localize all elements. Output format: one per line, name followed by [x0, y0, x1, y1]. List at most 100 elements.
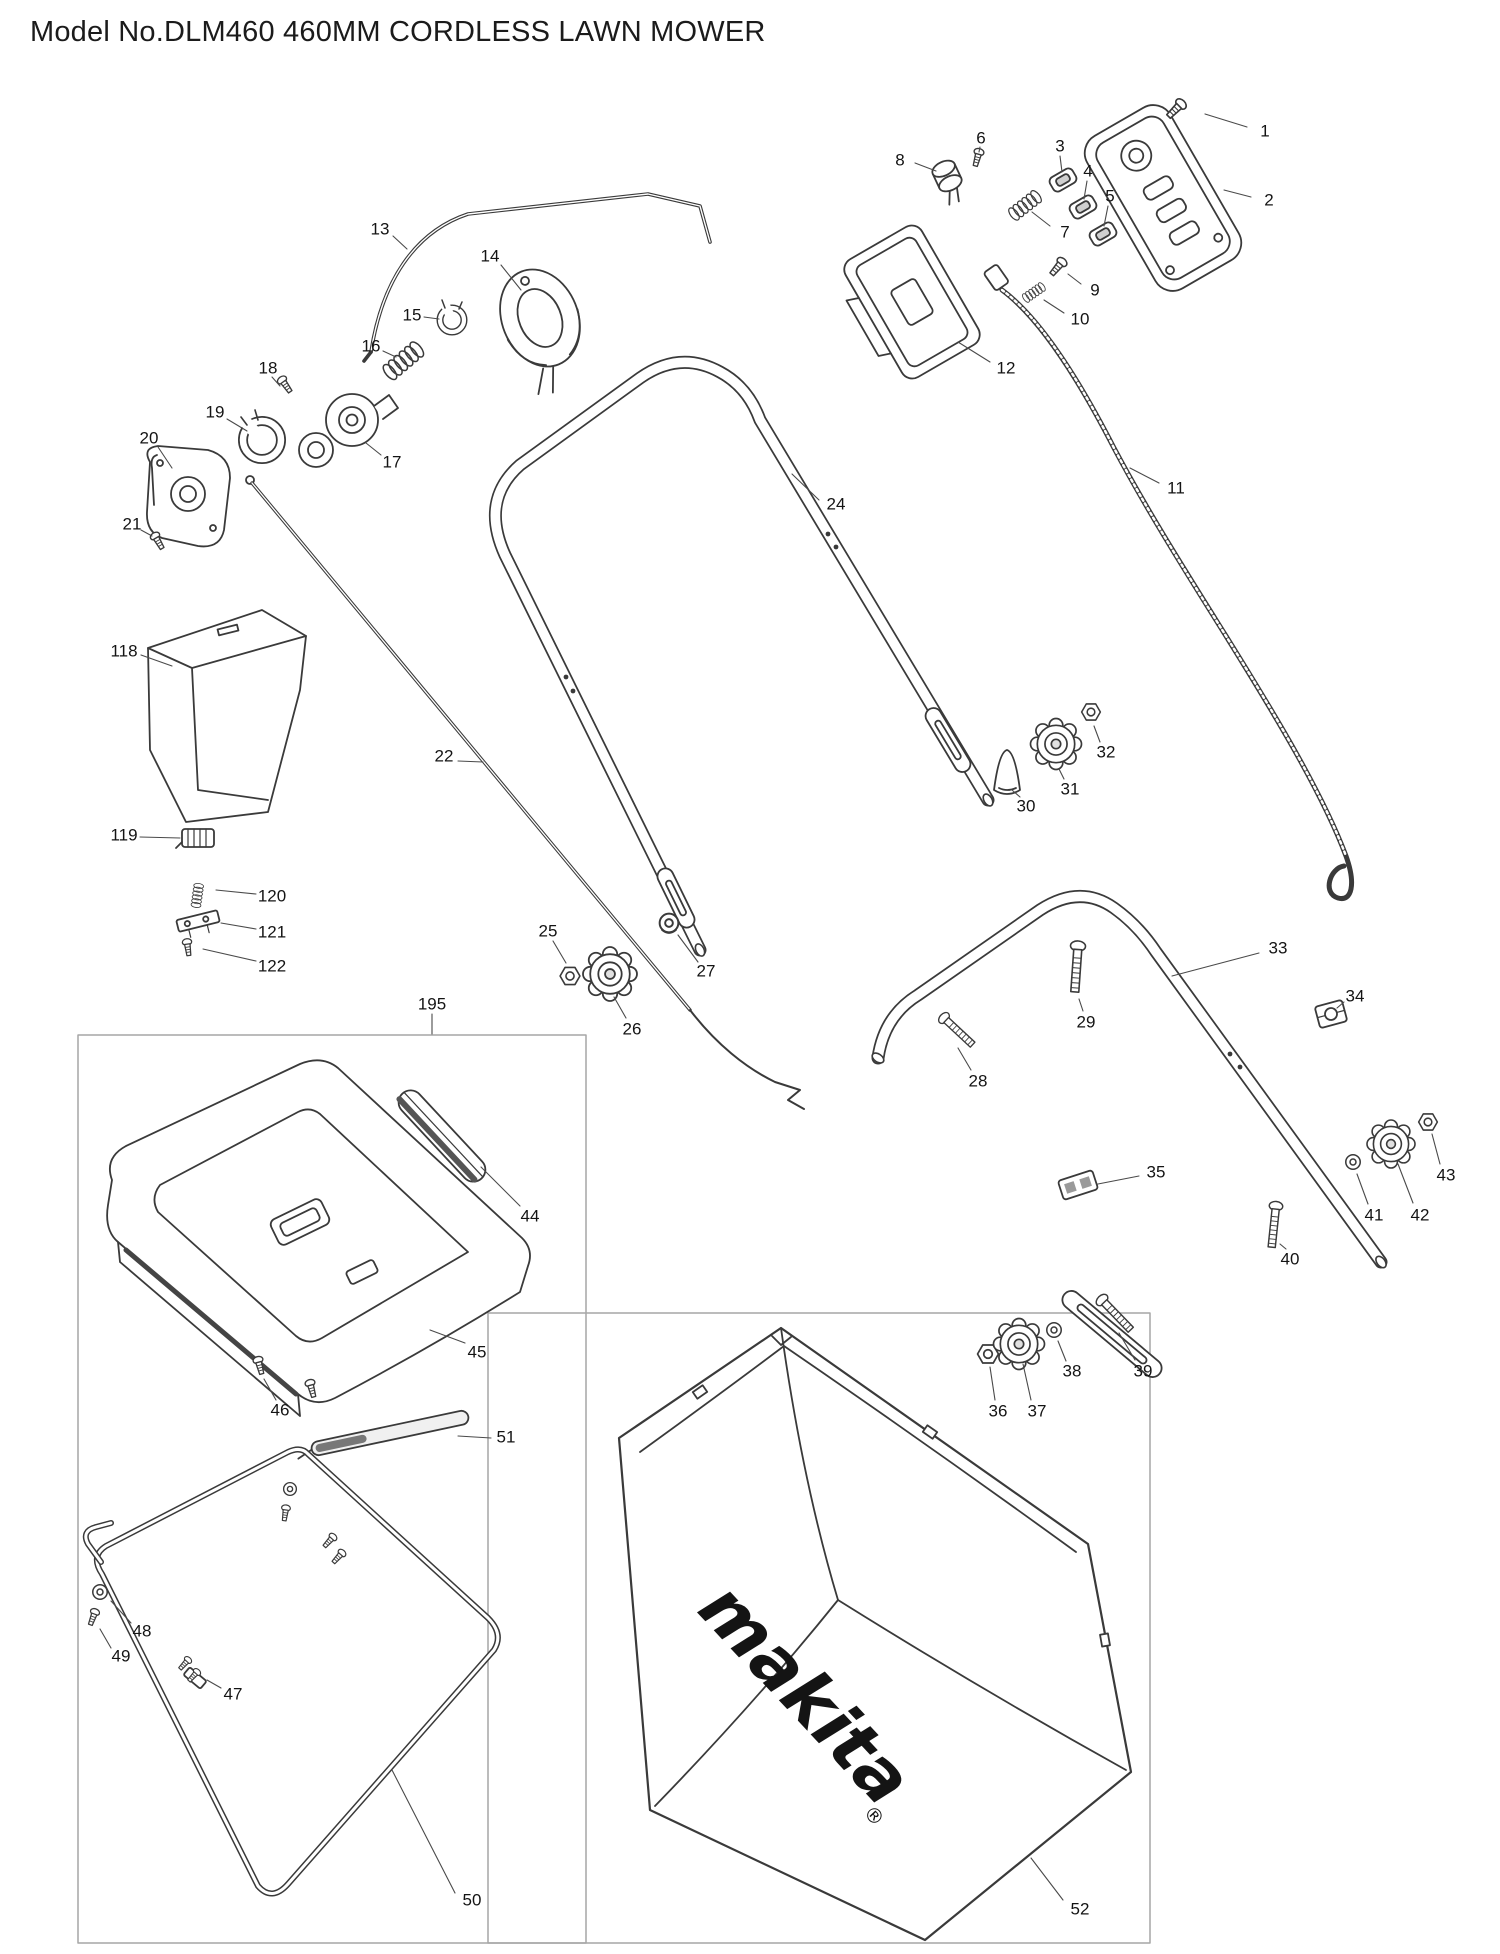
part-bolt-29 — [1066, 939, 1087, 994]
part-bail-rod-13 — [362, 192, 712, 363]
leader-line-32 — [1093, 725, 1101, 743]
leader-line-21 — [140, 529, 153, 537]
part-ring-19 — [236, 409, 286, 464]
part-screw-122 — [181, 937, 195, 957]
part-boot-30 — [993, 749, 1021, 795]
leader-line-2 — [1223, 189, 1252, 198]
leader-line-41 — [1356, 1173, 1369, 1205]
part-spring-10 — [1020, 280, 1048, 304]
part-clamp-34 — [1314, 999, 1348, 1029]
part-button-4 — [1068, 194, 1098, 220]
part-button-3 — [1048, 167, 1078, 193]
leader-line-18 — [271, 376, 281, 387]
part-grass-bag-52 — [617, 1326, 1133, 1942]
part-cover-handle-44 — [396, 1089, 487, 1183]
leader-line-8 — [914, 162, 937, 172]
part-pivot-17 — [298, 393, 399, 468]
leader-line-17 — [365, 442, 382, 456]
leader-line-6 — [978, 146, 981, 153]
leader-line-7 — [1031, 211, 1051, 227]
part-housing-cover-2 — [1083, 104, 1243, 292]
leader-line-119 — [139, 836, 181, 839]
leader-line-120 — [215, 889, 257, 895]
part-clip-119 — [175, 828, 215, 849]
leader-line-3 — [1059, 155, 1063, 173]
part-nut-32 — [1080, 703, 1102, 721]
leader-line-49 — [99, 1628, 112, 1649]
leader-line-4 — [1083, 180, 1088, 200]
part-bracket-121 — [175, 909, 221, 938]
leader-line-44 — [480, 1166, 521, 1207]
part-screw-6 — [969, 146, 986, 169]
part-knob-31 — [1029, 717, 1083, 771]
frame-hardware — [279, 1481, 349, 1567]
leader-line-9 — [1067, 273, 1082, 285]
leader-line-47 — [206, 1679, 222, 1689]
leader-line-42 — [1397, 1163, 1414, 1204]
leader-line-10 — [1043, 299, 1065, 314]
part-spring-16 — [379, 338, 427, 383]
leader-line-5 — [1103, 205, 1109, 227]
part-screw-49 — [85, 1606, 102, 1628]
leader-line-51 — [457, 1435, 492, 1439]
leader-line-24 — [791, 473, 820, 501]
leader-line-12 — [957, 341, 991, 363]
leader-line-40 — [1279, 1243, 1287, 1250]
assembly-box-bag — [487, 1312, 1151, 1944]
leader-line-31 — [1058, 768, 1065, 780]
leader-line-46 — [263, 1378, 277, 1401]
leader-line-121 — [220, 922, 257, 930]
part-clamp-15 — [436, 297, 468, 336]
part-bushing-27 — [658, 912, 680, 934]
part-screw-9 — [1046, 254, 1070, 279]
part-lower-handle-33 — [871, 890, 1388, 1378]
part-knob-37 — [992, 1317, 1046, 1371]
part-knob-26 — [582, 946, 638, 1002]
leader-line-22 — [457, 760, 484, 763]
part-washer-38 — [1046, 1322, 1062, 1338]
part-side-plate-20 — [146, 445, 231, 548]
leader-line-1 — [1204, 113, 1248, 128]
leader-line-36 — [989, 1366, 996, 1401]
leader-line-118 — [140, 654, 173, 667]
leader-line-28 — [957, 1047, 972, 1071]
part-housing-base-12 — [843, 224, 981, 380]
leader-line-30 — [1011, 789, 1021, 798]
leader-line-43 — [1431, 1133, 1441, 1165]
part-bag-frame-50 — [82, 1446, 501, 1897]
leader-line-15 — [423, 316, 440, 320]
part-nut-43 — [1417, 1113, 1439, 1131]
leader-line-122 — [202, 948, 257, 962]
leader-line-26 — [613, 996, 627, 1019]
leader-line-52 — [1030, 1857, 1064, 1901]
leader-line-35 — [1097, 1175, 1140, 1185]
leader-line-34 — [1336, 1001, 1345, 1009]
leader-line-11 — [1129, 467, 1160, 484]
part-lever-housing-14 — [499, 268, 581, 396]
leader-line-48 — [110, 1600, 132, 1624]
leader-line-29 — [1078, 998, 1084, 1012]
part-seal-51 — [297, 1409, 470, 1460]
part-bolt-28 — [935, 1009, 978, 1051]
page-title: Model No.DLM460 460MM CORDLESS LAWN MOWE… — [30, 16, 766, 48]
part-button-5 — [1088, 221, 1118, 247]
leader-line-25 — [552, 940, 567, 964]
leader-line-19 — [226, 418, 248, 432]
part-upper-handle-24 — [488, 355, 995, 957]
part-washer-41 — [1345, 1154, 1361, 1170]
leader-line-38 — [1057, 1340, 1067, 1362]
part-control-rod-22 — [245, 475, 805, 1110]
assembly-box-195 — [77, 1034, 587, 1944]
leader-line-16 — [382, 350, 397, 358]
part-rear-flap-118 — [147, 609, 307, 823]
leader-line-14 — [500, 264, 522, 291]
leader-line-45 — [429, 1329, 466, 1344]
leader-line-37 — [1022, 1363, 1032, 1401]
part-mulch-cover-45 — [106, 1059, 531, 1417]
leader-line-39 — [1118, 1332, 1136, 1361]
part-lever-8 — [931, 159, 963, 206]
leader-lines — [99, 113, 1441, 1901]
leader-line-27 — [677, 934, 699, 963]
